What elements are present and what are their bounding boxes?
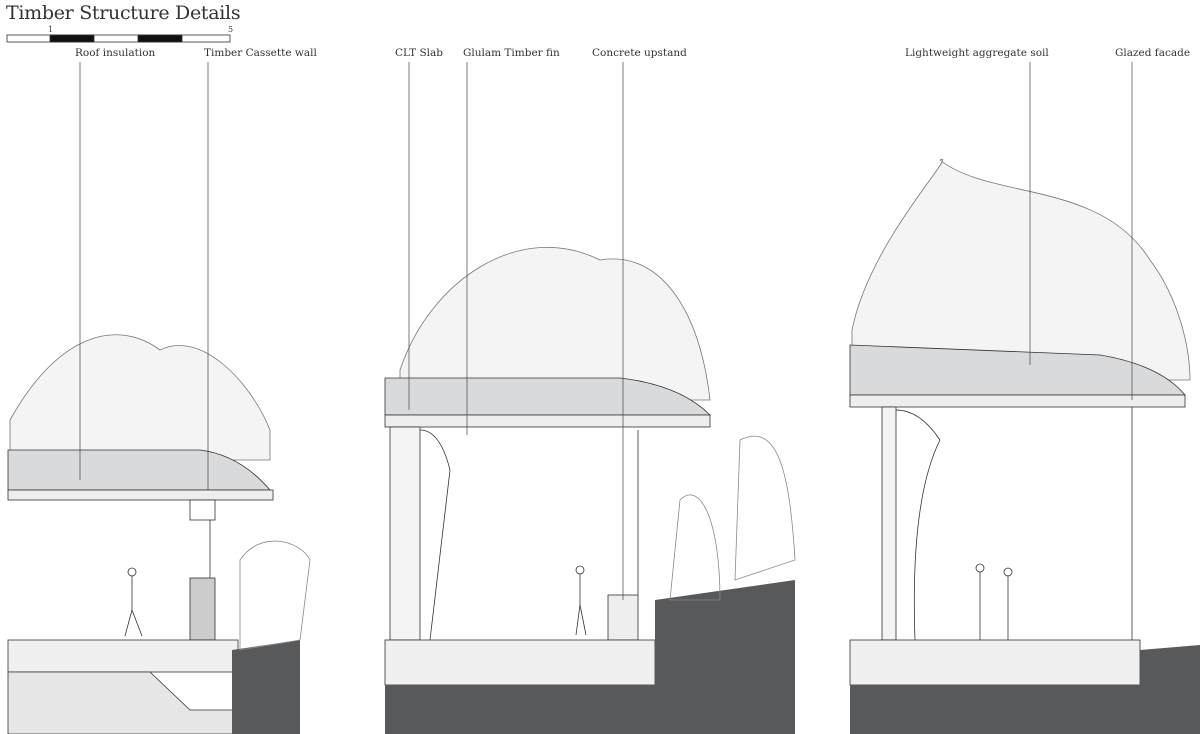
scale-start-label: 1: [48, 25, 54, 34]
label-lightweight-soil: Lightweight aggregate soil: [905, 47, 1049, 59]
page-title: Timber Structure Details: [6, 2, 241, 24]
scale-bar: [6, 34, 231, 43]
scale-end-label: 5: [228, 25, 234, 34]
section-panel-2: [384, 246, 796, 734]
label-timber-cassette-wall: Timber Cassette wall: [204, 47, 317, 59]
label-clt-slab: CLT Slab: [395, 47, 444, 59]
label-glazed-facade: Glazed facade: [1115, 47, 1191, 59]
section-panel-3: [849, 158, 1200, 734]
label-concrete-upstand: Concrete upstand: [592, 47, 687, 59]
section-panel-1: [7, 334, 311, 734]
label-glulam-timber-fin: Glulam Timber fin: [463, 47, 560, 59]
label-roof-insulation: Roof insulation: [75, 47, 156, 59]
leader-lines: [79, 62, 1133, 600]
